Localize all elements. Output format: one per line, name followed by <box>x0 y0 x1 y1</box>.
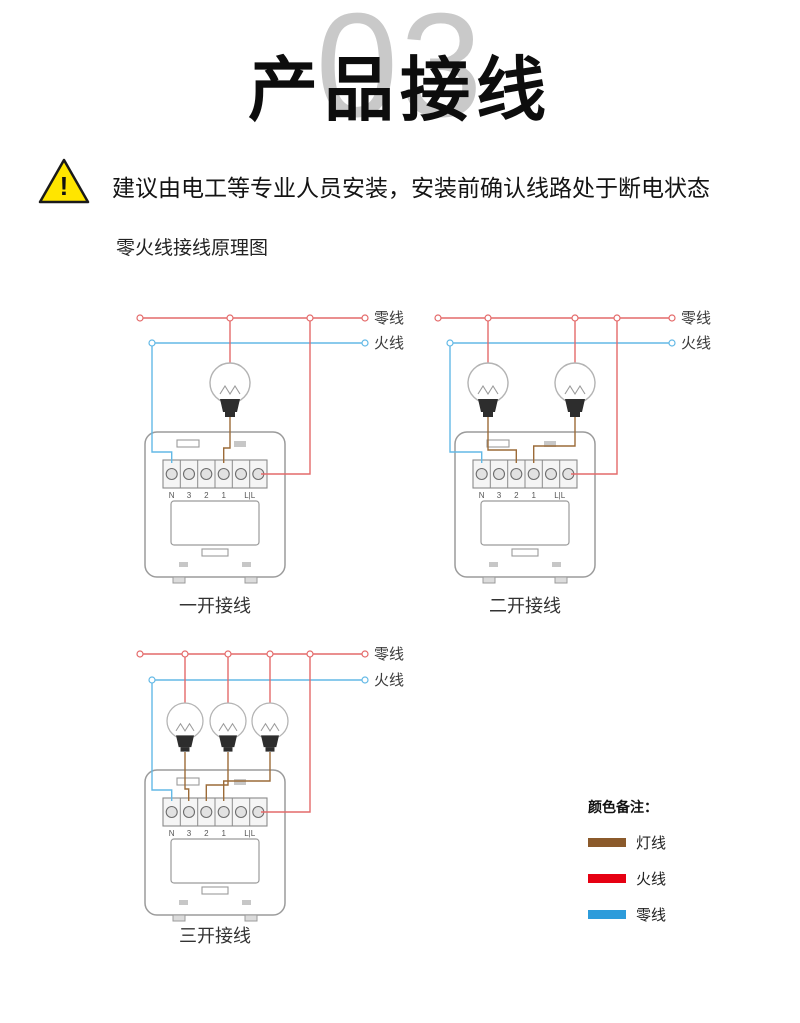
live-wire-label: 火线 <box>681 335 711 352</box>
legend-title: 颜色备注： <box>588 799 658 815</box>
light-bulb <box>251 702 289 753</box>
lamp-wire <box>222 417 231 463</box>
live-wire-label: 火线 <box>636 871 667 888</box>
switch-panel <box>144 431 286 584</box>
warning-text: 建议由电工等专业人员安装，安装前确认线路处于断电状态 <box>112 175 710 201</box>
live-wire-label: 火线 <box>374 672 404 689</box>
lamp-wire-swatch <box>588 838 626 847</box>
legend-row-live: 火线 <box>588 868 666 889</box>
lamp-wire <box>532 417 576 463</box>
neutral-wire-label: 零线 <box>374 646 404 663</box>
switch-N-wire <box>151 343 173 463</box>
live-wire-swatch <box>588 874 626 883</box>
live-wire-label: 火线 <box>374 335 404 352</box>
lamp-wire <box>205 752 229 801</box>
light-bulb <box>166 702 204 753</box>
diagram-subtitle: 零火线接线原理图 <box>116 238 269 259</box>
junction-dots-top <box>434 314 676 322</box>
switch-L-wire <box>571 318 618 475</box>
warning-triangle <box>38 158 90 204</box>
lamp-wire <box>184 752 190 801</box>
switch-N-wire <box>449 343 483 463</box>
lamp-wire <box>222 752 271 801</box>
light-bulb <box>209 702 247 753</box>
neutral-wire-swatch <box>588 910 626 919</box>
light-bulb <box>209 362 251 418</box>
legend-row-lamp: 灯线 <box>588 832 666 853</box>
neutral-wire-label: 零线 <box>681 310 711 327</box>
lamp-wire-label: 灯线 <box>636 835 667 852</box>
legend-row-neutral: 零线 <box>588 904 666 925</box>
junction-dots-top <box>136 650 369 658</box>
exclamation-mark: ! <box>60 171 69 201</box>
lamp-wire <box>487 417 518 463</box>
page-title: 产品接线 <box>248 51 552 129</box>
section-number: 03 <box>315 0 485 148</box>
diagram-caption-one-gang: 一开接线 <box>179 596 251 616</box>
wiring-diagram-two-gang: 零线 火线 <box>434 310 711 584</box>
junction-dots-bottom <box>148 676 369 684</box>
color-legend: 颜色备注： 灯线 火线 零线 <box>588 797 666 925</box>
switch-L-wire <box>261 318 311 475</box>
light-bulb <box>554 362 596 418</box>
switch-panel <box>144 769 286 922</box>
neutral-wire-label: 零线 <box>374 310 404 327</box>
switch-panel <box>454 431 596 584</box>
junction-dots-bottom <box>446 339 676 347</box>
junction-dots-top <box>136 314 369 322</box>
light-bulb <box>467 362 509 418</box>
diagram-caption-three-gang: 三开接线 <box>179 926 251 946</box>
warning-triangle-icon: ! <box>38 158 90 204</box>
switch-N-wire <box>151 680 173 801</box>
wiring-diagram-one-gang: 零线 火线 <box>136 310 404 584</box>
diagram-caption-two-gang: 二开接线 <box>489 596 561 616</box>
junction-dots-bottom <box>148 339 369 347</box>
neutral-wire-label: 零线 <box>636 907 667 924</box>
switch-L-wire <box>261 654 311 813</box>
wiring-diagram-three-gang: 零线 火线 <box>136 646 404 922</box>
